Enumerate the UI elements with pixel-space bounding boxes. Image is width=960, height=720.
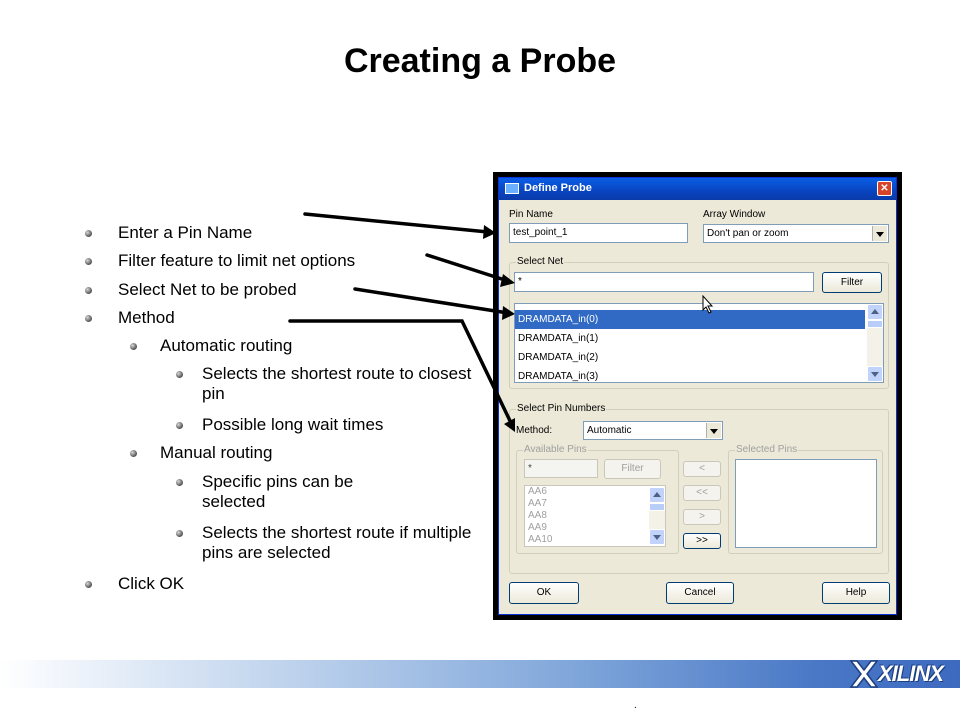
pin-name-input[interactable]: test_point_1: [509, 223, 688, 243]
window-icon: [505, 183, 519, 194]
array-window-value: Don't pan or zoom: [707, 228, 789, 239]
net-list-item[interactable]: DRAMDATA_in(0): [515, 310, 865, 329]
bullet-multiple-pins: Selects the shortest route if multiple p…: [176, 523, 482, 563]
bullet-icon: [130, 450, 137, 457]
bullet-method: Method: [85, 308, 175, 328]
selected-pins-list[interactable]: [735, 459, 877, 548]
net-filter-button[interactable]: Filter: [822, 272, 882, 293]
ok-button[interactable]: OK: [509, 582, 579, 604]
bullet-filter-feature: Filter feature to limit net options: [85, 251, 355, 271]
dialog-title: Define Probe: [524, 182, 592, 194]
method-label: Method:: [516, 425, 553, 436]
scroll-thumb[interactable]: [649, 503, 665, 511]
dropdown-arrow-icon[interactable]: [706, 423, 721, 438]
available-pin-item[interactable]: AA9: [528, 522, 547, 533]
available-pins-list[interactable]: AA6 AA7 AA8 AA9 AA10: [524, 485, 666, 547]
select-pin-numbers-group: Select Pin Numbers: [509, 403, 889, 574]
scroll-thumb[interactable]: [867, 320, 883, 328]
move-all-left-button[interactable]: <<: [683, 485, 721, 501]
define-probe-dialog: Define Probe ✕ Pin Name test_point_1 Arr…: [498, 177, 897, 615]
move-right-button[interactable]: >: [683, 509, 721, 525]
bullet-long-wait: Possible long wait times: [176, 415, 383, 435]
close-icon[interactable]: ✕: [877, 181, 892, 196]
bullet-select-net: Select Net to be probed: [85, 280, 297, 300]
array-window-select[interactable]: Don't pan or zoom: [703, 224, 889, 243]
xilinx-logo: XILINX: [848, 654, 948, 692]
select-net-group-label: Select Net: [516, 256, 565, 267]
net-filter-input[interactable]: *: [514, 272, 814, 292]
available-pin-item[interactable]: AA10: [528, 534, 553, 545]
dropdown-arrow-icon[interactable]: [872, 226, 887, 241]
available-pin-item[interactable]: AA7: [528, 498, 547, 509]
available-pin-item[interactable]: AA6: [528, 486, 547, 497]
xilinx-x-icon: [849, 660, 879, 688]
dialog-titlebar[interactable]: Define Probe ✕: [499, 178, 896, 200]
bullet-manual-routing: Manual routing: [130, 443, 272, 463]
net-list-item[interactable]: DRAMDATA_in(2): [518, 352, 599, 363]
selected-pins-label: Selected Pins: [735, 444, 799, 455]
available-pins-label: Available Pins: [523, 444, 588, 455]
net-list-item[interactable]: DRAMDATA_in(3): [518, 371, 599, 382]
bullet-icon: [85, 258, 92, 265]
select-pin-numbers-label: Select Pin Numbers: [516, 403, 607, 414]
slide-title: Creating a Probe: [343, 42, 617, 80]
available-pins-scrollbar[interactable]: [649, 487, 665, 545]
bullet-click-ok: Click OK: [85, 574, 184, 594]
bullet-icon: [176, 530, 183, 537]
bullet-icon: [130, 343, 137, 350]
bullet-list: Enter a Pin Name Filter feature to limit…: [0, 0, 490, 620]
bullet-icon: [176, 371, 183, 378]
bullet-specific-pins: Specific pins can be selected: [176, 472, 412, 512]
footer-gradient-bar: [0, 660, 960, 688]
define-probe-dialog-frame: Define Probe ✕ Pin Name test_point_1 Arr…: [493, 172, 902, 620]
bullet-shortest-route: Selects the shortest route to closest pi…: [176, 364, 482, 404]
bullet-icon: [85, 287, 92, 294]
bullet-enter-pin-name: Enter a Pin Name: [85, 223, 252, 243]
method-select[interactable]: Automatic: [583, 421, 723, 440]
bullet-icon: [85, 581, 92, 588]
available-pin-item[interactable]: AA8: [528, 510, 547, 521]
move-left-button[interactable]: <: [683, 461, 721, 477]
pin-name-label: Pin Name: [509, 209, 553, 220]
bullet-icon: [85, 315, 92, 322]
scroll-down-icon[interactable]: [649, 529, 665, 545]
bullet-icon: [176, 479, 183, 486]
scroll-down-icon[interactable]: [867, 366, 883, 382]
array-window-label: Array Window: [703, 209, 766, 220]
net-list-scrollbar[interactable]: [867, 304, 883, 382]
help-button[interactable]: Help: [822, 582, 890, 604]
pin-filter-input[interactable]: *: [524, 459, 598, 478]
bullet-icon: [85, 230, 92, 237]
xilinx-logo-text: XILINX: [878, 661, 944, 686]
bullet-automatic-routing: Automatic routing: [130, 336, 292, 356]
method-value: Automatic: [587, 425, 632, 436]
selected-pins-group: Selected Pins: [728, 444, 883, 554]
bullet-icon: [176, 422, 183, 429]
mouse-cursor-icon: [702, 295, 714, 314]
net-list[interactable]: DRAMDATA_in(0) DRAMDATA_in(1) DRAMDATA_i…: [514, 303, 884, 383]
cancel-button[interactable]: Cancel: [666, 582, 734, 604]
pin-filter-button[interactable]: Filter: [604, 459, 661, 479]
scroll-up-icon[interactable]: [867, 304, 883, 320]
footer-mark: .: [634, 700, 637, 711]
move-all-right-button[interactable]: >>: [683, 533, 721, 549]
net-list-item[interactable]: DRAMDATA_in(1): [518, 333, 599, 344]
available-pins-group: Available Pins: [516, 444, 679, 554]
scroll-up-icon[interactable]: [649, 487, 665, 503]
